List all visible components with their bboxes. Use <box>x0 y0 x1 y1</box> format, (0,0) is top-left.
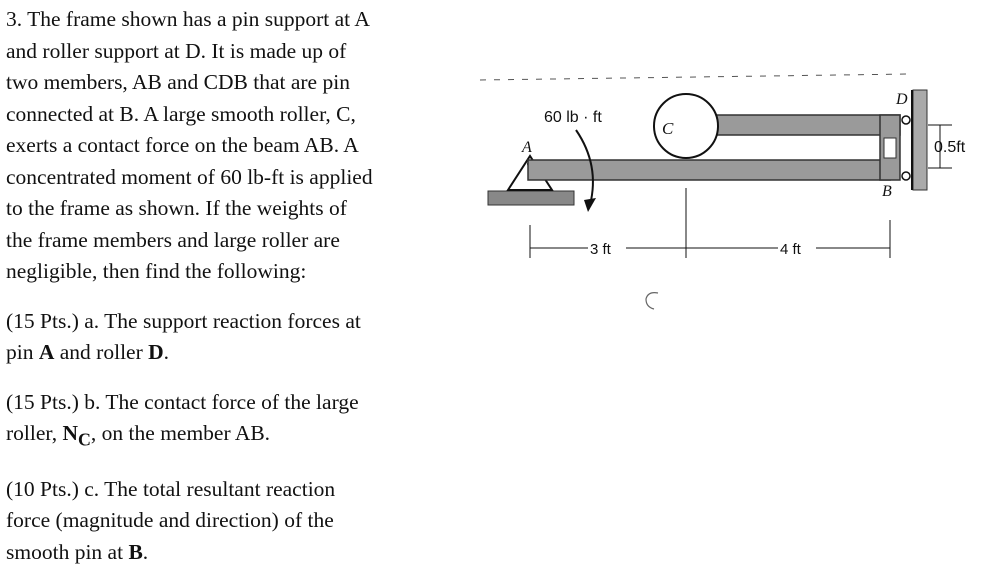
part-c-text: smooth pin at <box>6 539 129 564</box>
moment-arrowhead <box>584 198 596 212</box>
part-c-bold-b: B <box>128 539 143 564</box>
spacer <box>6 288 426 306</box>
ground-hatch-a <box>487 190 575 206</box>
roller-c <box>653 93 719 159</box>
part-a-line-2: pin A and roller D. <box>6 337 426 369</box>
part-a-text-end: . <box>163 340 170 364</box>
wall-d-hatch <box>912 89 928 191</box>
part-a-text: pin <box>6 340 39 364</box>
roller-d-top <box>901 115 911 125</box>
part-c-text-end: . <box>142 539 149 564</box>
intro-line-5: exerts a contact force on the beam AB. A <box>6 133 359 157</box>
intro-line-7: to the frame as shown. If the weights of <box>6 196 347 220</box>
part-b-line-2: roller, NC, on the member AB. <box>6 418 426 456</box>
intro-line-6: concentrated moment of 60 lb-ft is appli… <box>6 164 373 189</box>
part-b-line-1: (15 Pts.) b. The contact force of the la… <box>6 389 359 414</box>
intro-line-1: 3. The frame shown has a pin support at … <box>6 7 370 31</box>
part-a-bold-d: D <box>148 340 164 364</box>
moment-label: 60 lb · ft <box>544 109 602 126</box>
moment-arc <box>575 129 594 206</box>
member-db-gap <box>883 137 897 159</box>
part-c-line-2: force (magnitude and direction) of the <box>6 508 334 533</box>
part-a-text-mid: and roller <box>54 340 149 364</box>
dim-3ft-label: 3 ft <box>590 241 612 258</box>
part-b-subscript-c: C <box>77 429 91 450</box>
beam-ab <box>527 159 891 181</box>
roller-d-bottom <box>901 171 911 181</box>
part-b-text: roller, <box>6 421 63 445</box>
dim-half-label: 0.5ft <box>934 139 966 156</box>
problem-text: 3. The frame shown has a pin support at … <box>6 4 426 568</box>
part-b-bold-n: N <box>62 421 78 445</box>
part-c-line-1: (10 Pts.) c. The total resultant reactio… <box>6 476 336 501</box>
intro-line-4: connected at B. A large smooth roller, C… <box>6 101 356 126</box>
label-d: D <box>895 91 908 108</box>
part-a-bold-a: A <box>38 340 55 364</box>
spacer <box>6 456 426 474</box>
intro-line-8: the frame members and large roller are <box>6 227 340 252</box>
part-b-text-end: , on the member AB. <box>90 421 271 445</box>
label-c: C <box>662 119 674 138</box>
pencil-scribble <box>645 292 659 310</box>
frame-diagram: 60 lb · ft A B C D 3 ft 4 ft 0.5ft <box>479 73 966 258</box>
dim-4ft-label: 4 ft <box>780 241 802 258</box>
part-a-line-1: (15 Pts.) a. The support reaction forces… <box>6 308 361 333</box>
intro-line-9: negligible, then find the following: <box>6 259 307 283</box>
intro-line-3: two members, AB and CDB that are pin <box>6 70 350 94</box>
label-a: A <box>521 139 532 156</box>
intro-line-2: and roller support at D. It is made up o… <box>6 38 347 63</box>
ceiling-dashed-line <box>479 73 911 81</box>
part-c-line-3: smooth pin at B. <box>6 537 426 568</box>
spacer <box>6 369 426 387</box>
label-b: B <box>882 183 892 200</box>
